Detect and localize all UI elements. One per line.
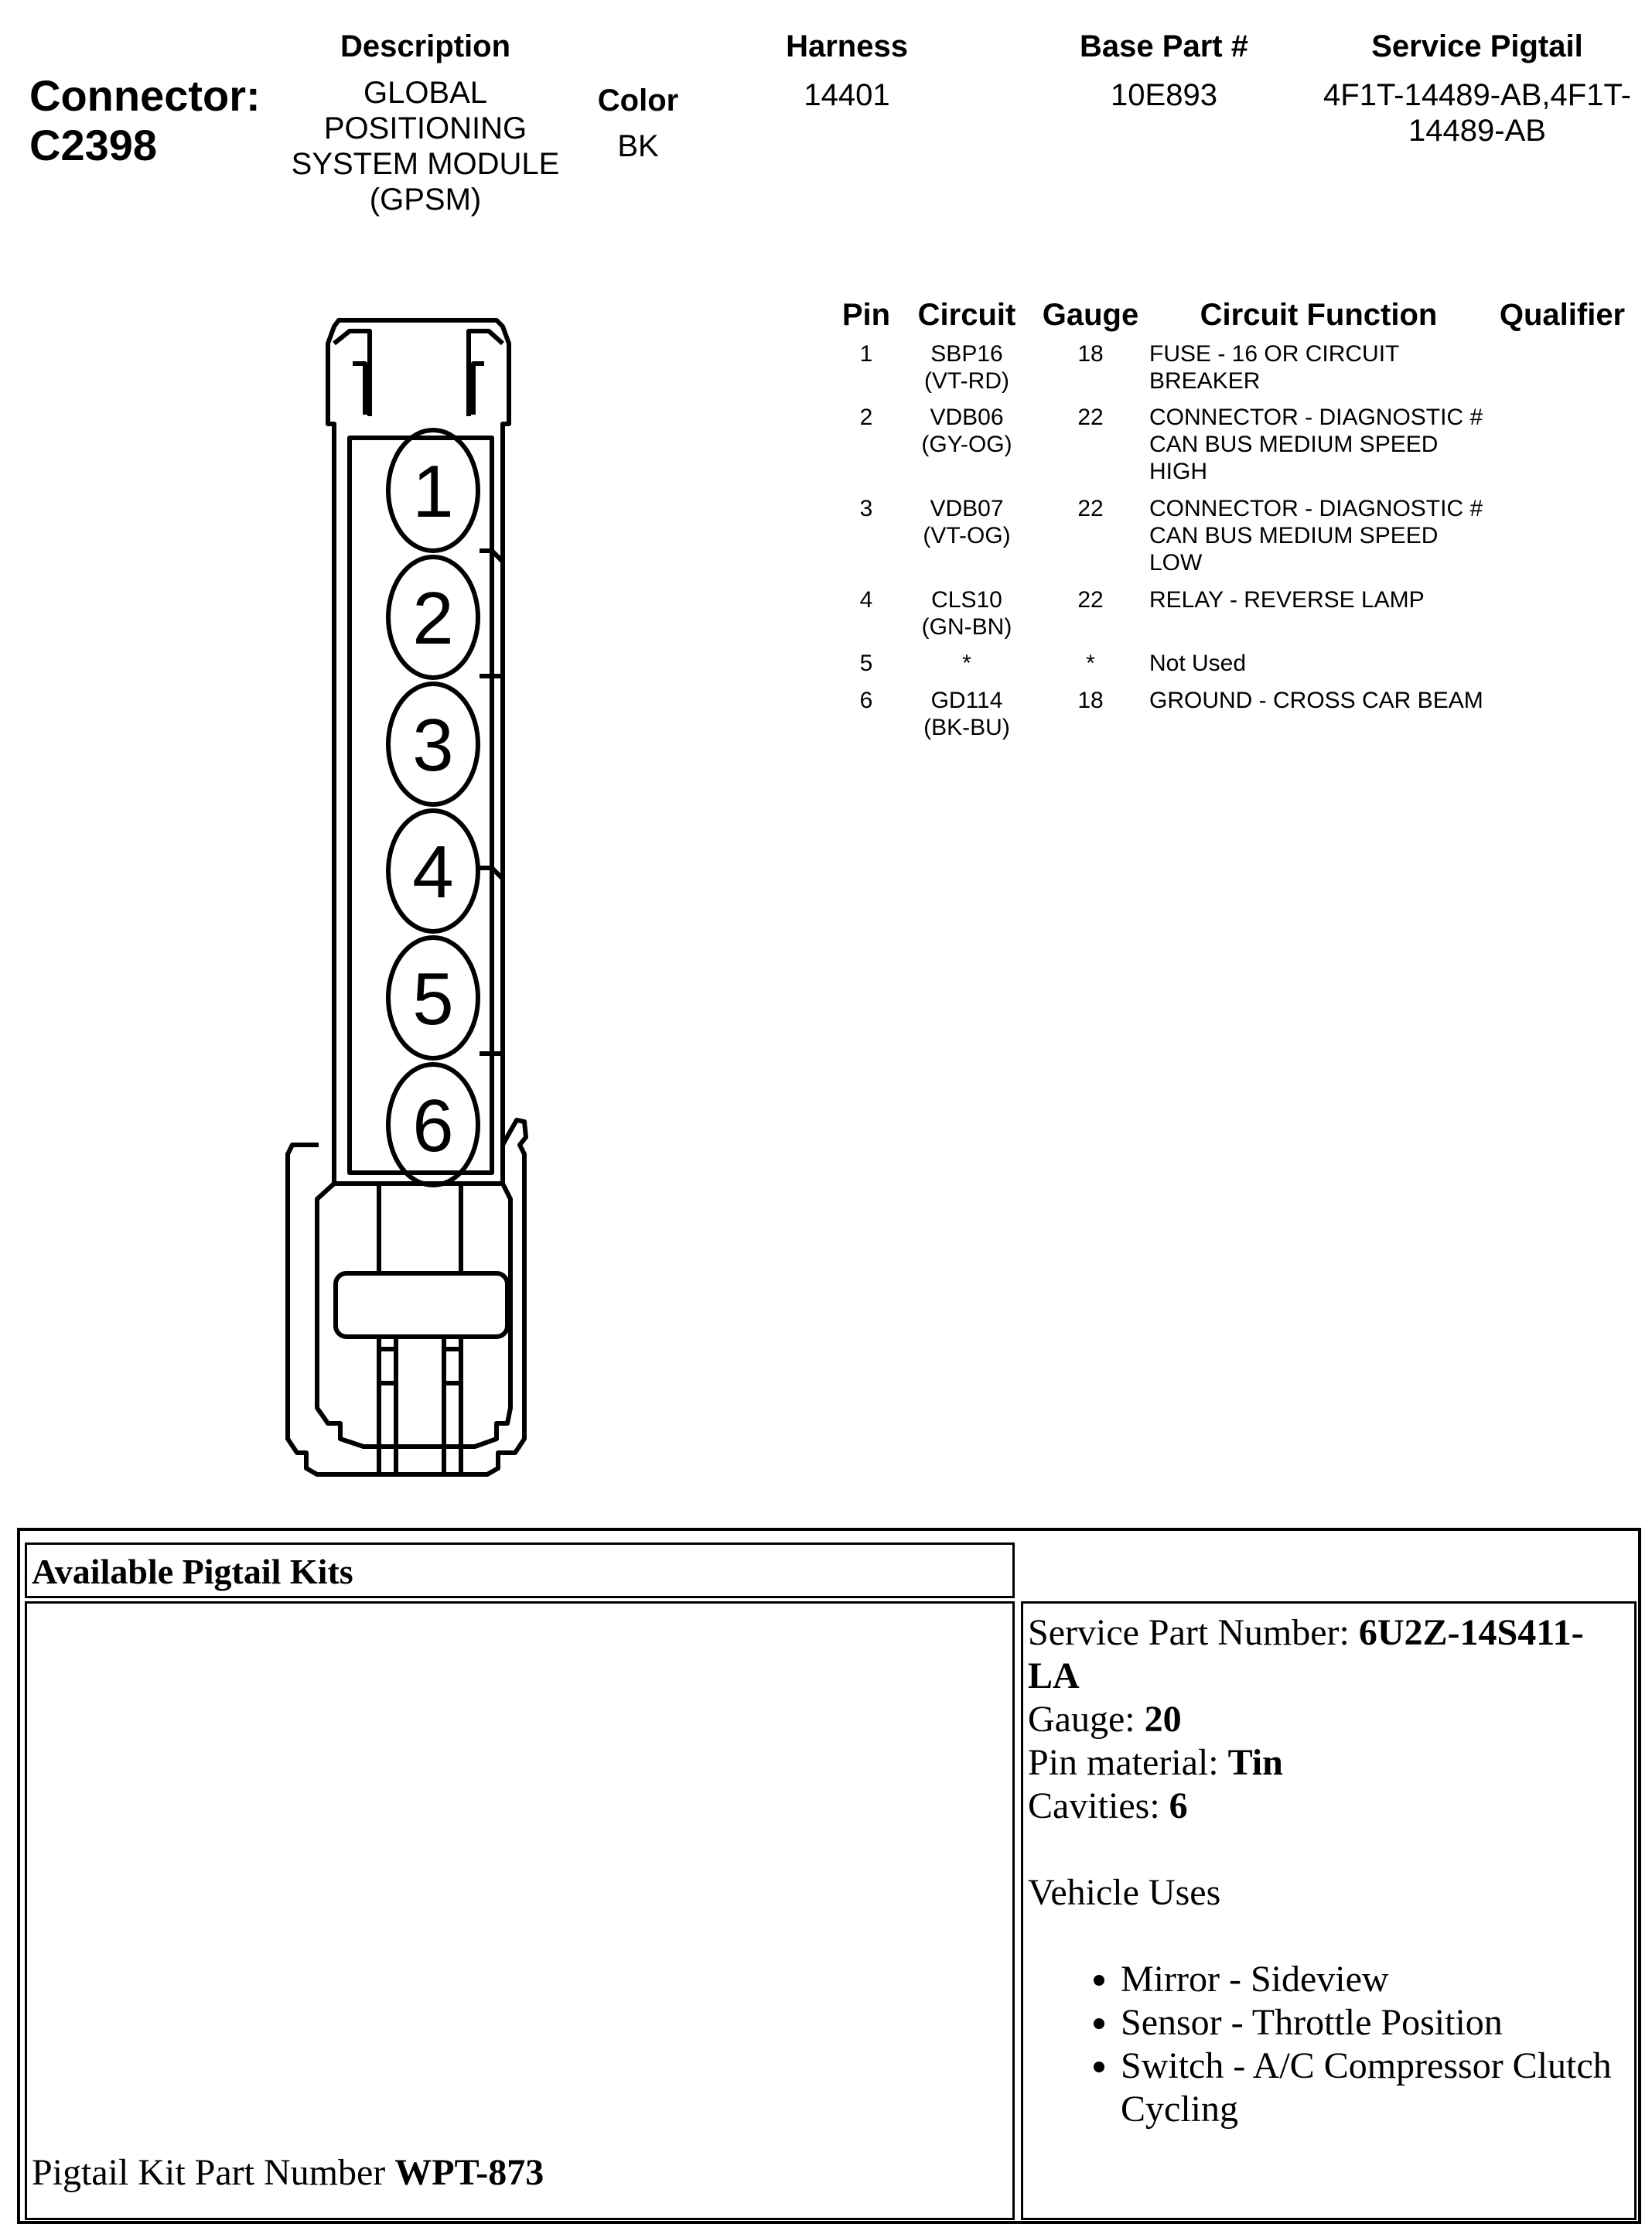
service-part-line: Service Part Number: 6U2Z-14S411-LA xyxy=(1028,1611,1623,1698)
pin-cavity-3 xyxy=(386,682,480,807)
service-pigtail-value: 4F1T-14489-AB,4F1T-14489-AB xyxy=(1323,78,1631,148)
cavities-label: Cavities: xyxy=(1028,1785,1169,1826)
kit-part-label: Pigtail Kit Part Number xyxy=(32,2152,395,2193)
pin-cavity-label: 5 xyxy=(412,958,453,1040)
pin-header: Pin xyxy=(841,298,891,332)
circuit-name: VDB07 xyxy=(930,496,1004,521)
harness-label: Harness xyxy=(786,29,908,63)
circuit-color: (VT-OG) xyxy=(923,523,1011,548)
circuit-name: SBP16 xyxy=(930,341,1003,367)
pin-cavity-2 xyxy=(386,555,480,680)
circuit-color: (GY-OG) xyxy=(921,432,1012,457)
vehicle-use-item: Mirror - Sideview xyxy=(1121,1958,1623,2001)
circuit-name: VDB06 xyxy=(930,405,1004,430)
circuit-function: RELAY - REVERSE LAMP xyxy=(1149,587,1425,613)
circuit-function: CONNECTOR - DIAGNOSTIC # CAN BUS MEDIUM … xyxy=(1149,405,1483,484)
cavities-value: 6 xyxy=(1169,1785,1188,1826)
pin-number: 1 xyxy=(859,341,873,367)
pin-cavity-label: 3 xyxy=(412,704,453,787)
cavities-line: Cavities: 6 xyxy=(1028,1785,1623,1828)
pin-cavity-5 xyxy=(386,935,480,1061)
pigtail-title: Available Pigtail Kits xyxy=(32,1552,353,1591)
vehicle-use-item: Sensor - Throttle Position xyxy=(1121,2001,1623,2045)
pin-cavity-label: 1 xyxy=(412,450,453,533)
circuit-name: * xyxy=(962,651,971,676)
kit-part-line: Pigtail Kit Part Number WPT-873 xyxy=(32,2151,544,2194)
pigtail-gauge-label: Gauge: xyxy=(1028,1699,1145,1740)
service-part-value: 6U2Z-14S411-LA xyxy=(1028,1612,1584,1696)
pin-number: 5 xyxy=(859,651,873,676)
gauge-line: Gauge: 20 xyxy=(1028,1698,1623,1741)
pigtail-image-cell: Pigtail Kit Part Number WPT-873 xyxy=(25,1601,1015,2220)
pin-gauge: 22 xyxy=(1077,405,1104,430)
circuit-color: (GN-BN) xyxy=(921,614,1012,640)
pin-number: 3 xyxy=(859,496,873,521)
pin-cavity-label: 2 xyxy=(412,577,453,660)
pin-cavity-label: 6 xyxy=(412,1085,453,1167)
vehicle-use-item: Switch - A/C Compressor Clutch Cycling xyxy=(1121,2045,1623,2131)
pigtail-gauge-value: 20 xyxy=(1144,1699,1182,1740)
circuit-name: CLS10 xyxy=(931,587,1002,613)
description-label: Description xyxy=(340,29,511,63)
qualifier-header: Qualifier xyxy=(1499,298,1626,332)
service-part-label: Service Part Number: xyxy=(1028,1612,1359,1653)
pin-number: 6 xyxy=(859,688,873,713)
circuit-header: Circuit xyxy=(917,298,1016,332)
base-part-label: Base Part # xyxy=(1080,29,1248,63)
circuit-color: (BK-BU) xyxy=(923,715,1010,740)
base-part-value: 10E893 xyxy=(1111,78,1217,112)
pin-number: 2 xyxy=(859,405,873,430)
harness-value: 14401 xyxy=(804,78,890,112)
kit-part-value: WPT-873 xyxy=(394,2152,544,2193)
pin-gauge: 18 xyxy=(1077,688,1104,713)
circuit-function: CONNECTOR - DIAGNOSTIC # CAN BUS MEDIUM … xyxy=(1149,496,1483,576)
color-value: BK xyxy=(617,129,659,163)
circuit-function: FUSE - 16 OR CIRCUIT BREAKER xyxy=(1149,341,1399,394)
description-value: GLOBAL POSITIONING SYSTEM MODULE (GPSM) xyxy=(291,76,560,217)
pin-cavity-4 xyxy=(386,808,480,934)
pigtail-details: Service Part Number: 6U2Z-14S411-LA Gaug… xyxy=(1028,1611,1623,2131)
function-header: Circuit Function xyxy=(1200,298,1438,332)
pin-gauge: 22 xyxy=(1077,587,1104,613)
pin-cavity-1 xyxy=(386,428,480,553)
pin-material-label: Pin material: xyxy=(1028,1742,1228,1783)
connector-id: C2398 xyxy=(29,121,158,169)
vehicle-uses-list: Mirror - SideviewSensor - Throttle Posit… xyxy=(1028,1958,1623,2131)
pin-gauge: * xyxy=(1086,651,1095,676)
connector-label: Connector: xyxy=(29,71,261,120)
circuit-function: GROUND - CROSS CAR BEAM xyxy=(1149,688,1483,713)
vehicle-uses-label: Vehicle Uses xyxy=(1028,1872,1221,1913)
pin-cavity-6 xyxy=(386,1062,480,1187)
pin-cavity-label: 4 xyxy=(412,831,453,914)
service-pigtail-label: Service Pigtail xyxy=(1371,29,1583,63)
pin-gauge: 18 xyxy=(1077,341,1104,367)
connector-diagram: 1 2 3 4 5 6 xyxy=(285,318,528,1477)
pin-material-value: Tin xyxy=(1227,1742,1283,1783)
pigtail-details-cell: Service Part Number: 6U2Z-14S411-LA Gaug… xyxy=(1021,1601,1637,2220)
pin-gauge: 22 xyxy=(1077,496,1104,521)
color-label: Color xyxy=(597,84,679,118)
gauge-header: Gauge xyxy=(1042,298,1139,332)
pin-material-line: Pin material: Tin xyxy=(1028,1741,1623,1785)
circuit-name: GD114 xyxy=(930,688,1003,713)
circuit-function: Not Used xyxy=(1149,651,1247,676)
pin-number: 4 xyxy=(859,587,873,613)
pigtail-title-cell: Available Pigtail Kits xyxy=(25,1542,1015,1598)
circuit-color: (VT-RD) xyxy=(924,368,1009,394)
